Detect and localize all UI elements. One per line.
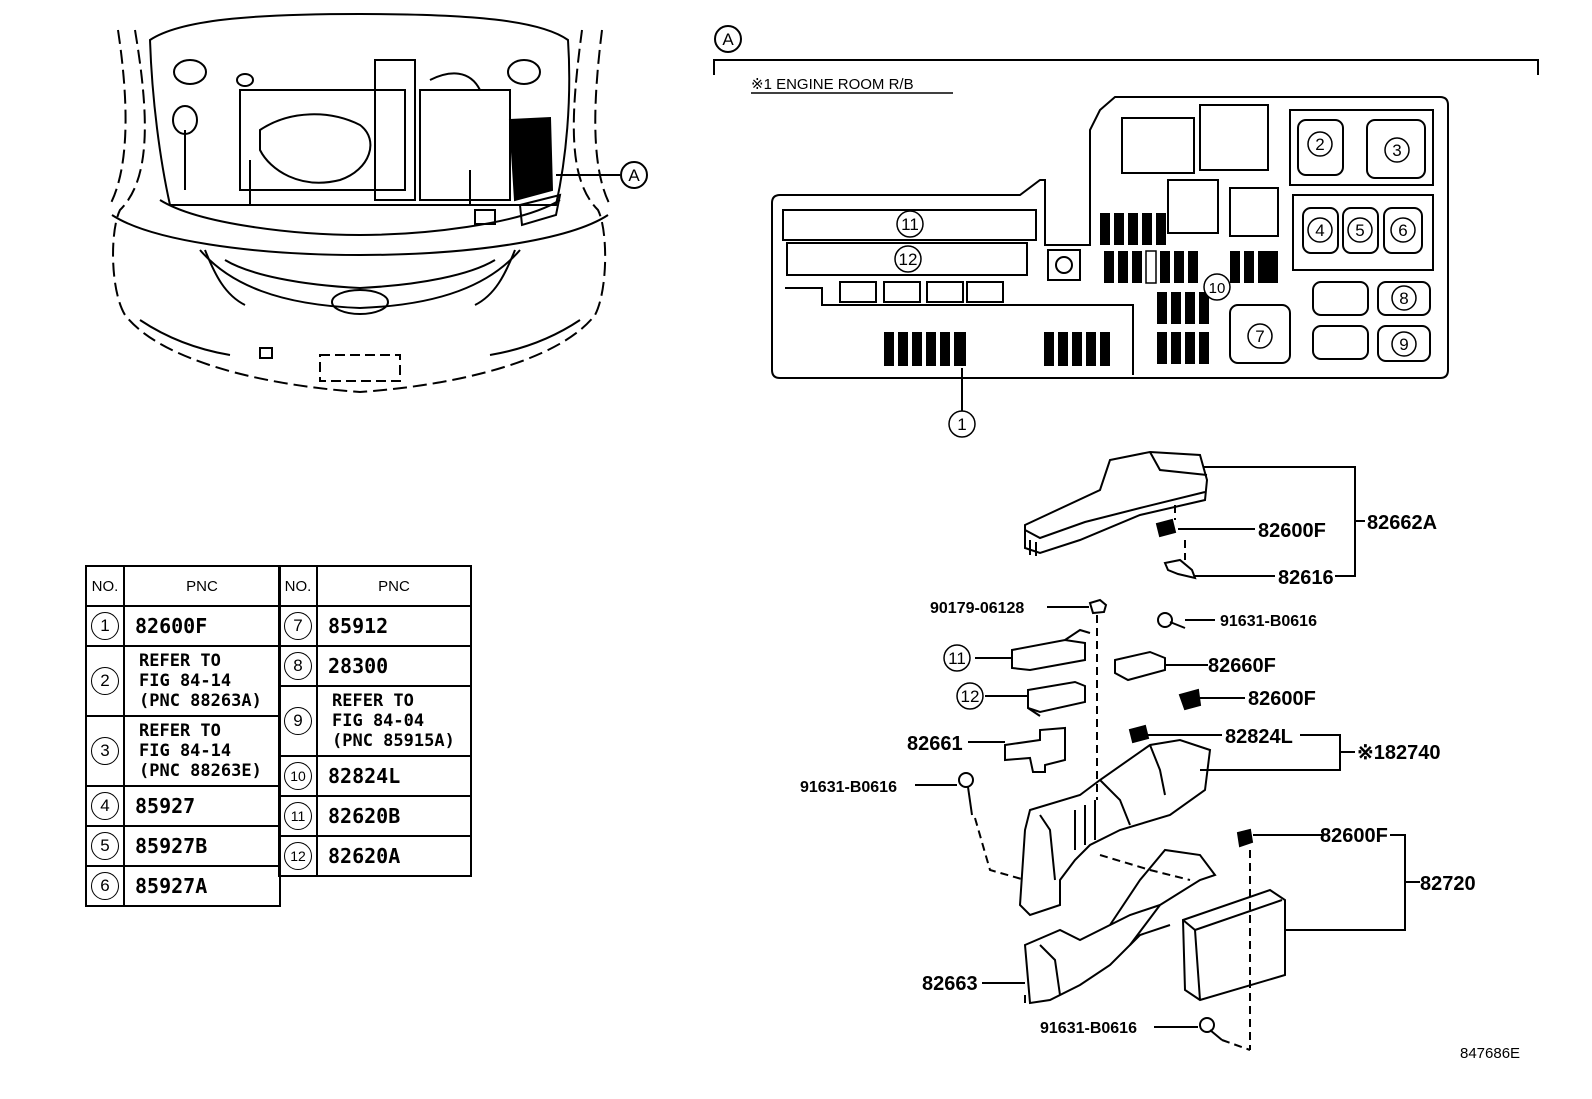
exploded-parts [915,450,1420,1051]
relay-label-6: 6 [1398,221,1407,240]
row-pnc: REFER TO FIG 84-14 (PNC 88263E) [123,715,281,787]
figure-id: 847686E [1460,1045,1520,1062]
relay-label-12: 12 [899,250,918,269]
row-no: 6 [91,872,119,900]
pnc-table-left: NO. PNC 1 82600F 2 REFER TO FIG 84-14 (P… [85,565,281,907]
table-header-pnc: PNC [316,565,472,607]
label-82662A: 82662A [1367,512,1437,534]
row-no: 2 [91,667,119,695]
table-header-pnc: PNC [123,565,281,607]
table-header-no: NO. [278,565,318,607]
fuse-blocks [884,213,1278,366]
car-front-view [109,12,620,394]
table-row: 9 REFER TO FIG 84-04 (PNC 85915A) [278,685,472,757]
label-90179-06128: 90179-06128 [930,600,1024,617]
table-row: 4 85927 [85,785,281,827]
relay-label-7: 7 [1255,327,1264,346]
label-82661: 82661 [907,733,963,755]
section-a-label: A [722,30,734,49]
exploded-label-12: 12 [961,687,980,706]
row-pnc: 85927B [123,825,281,867]
row-no: 11 [284,802,312,830]
table-row: 1 82600F [85,605,281,647]
part-labels: 82600F 82662A 82616 90179-06128 91631-B0… [800,512,1476,1037]
row-pnc: 82620B [316,795,472,837]
label-82663: 82663 [922,973,978,995]
exploded-circle-labels: 11 12 [943,644,984,710]
relay-label-3: 3 [1392,141,1401,160]
row-no: 9 [284,707,312,735]
label-82740: ※182740 [1357,742,1441,764]
relay-label-11: 11 [901,215,919,234]
relay-label-9: 9 [1399,335,1408,354]
callout-a-circle [620,161,648,189]
label-82600F-b: 82600F [1248,688,1316,710]
relay-label-1: 1 [957,415,966,434]
row-no: 12 [284,842,312,870]
table-row: 7 85912 [278,605,472,647]
label-82600F-c: 82600F [1320,825,1388,847]
label-82600F-a: 82600F [1258,520,1326,542]
row-pnc: 82824L [316,755,472,797]
section-a-circle [714,25,742,53]
label-91631-B0616-c: 91631-B0616 [1040,1020,1137,1037]
row-no: 1 [91,612,119,640]
row-pnc: 82600F [123,605,281,647]
relay-label-8: 8 [1399,289,1408,308]
row-no: 4 [91,792,119,820]
section-bracket [713,59,1539,75]
label-91631-B0616-b: 91631-B0616 [800,779,897,796]
exploded-label-11: 11 [948,649,966,668]
row-pnc: 85912 [316,605,472,647]
relay-label-2: 2 [1315,135,1324,154]
label-82720: 82720 [1420,873,1476,895]
row-pnc: 28300 [316,645,472,687]
table-row: 8 28300 [278,645,472,687]
pnc-table-right: NO. PNC 7 85912 8 28300 9 REFER TO FIG 8… [278,565,472,877]
table-row: 10 82824L [278,755,472,797]
relay-box-top-view [771,96,1449,412]
relay-label-5: 5 [1355,221,1364,240]
label-82824L: 82824L [1225,726,1293,748]
table-header-no: NO. [85,565,125,607]
row-pnc: REFER TO FIG 84-04 (PNC 85915A) [316,685,472,757]
row-pnc: 85927 [123,785,281,827]
row-no: 8 [284,652,312,680]
relay-label-10: 10 [1209,280,1226,297]
label-82616: 82616 [1278,567,1334,589]
callout-a-label: A [628,166,640,185]
table-row: 11 82620B [278,795,472,837]
label-91631-B0616-a: 91631-B0616 [1220,613,1317,630]
row-no: 3 [91,737,119,765]
section-title: ※1 ENGINE ROOM R/B [751,76,914,93]
table-row: 2 REFER TO FIG 84-14 (PNC 88263A) [85,645,281,717]
table-row: 5 85927B [85,825,281,867]
row-pnc: REFER TO FIG 84-14 (PNC 88263A) [123,645,281,717]
table-row: 12 82620A [278,835,472,877]
label-82660F: 82660F [1208,655,1276,677]
relay-label-4: 4 [1315,221,1324,240]
table-row: 6 85927A [85,865,281,907]
row-pnc: 82620A [316,835,472,877]
row-pnc: 85927A [123,865,281,907]
row-no: 7 [284,612,312,640]
row-no: 10 [284,762,312,790]
row-no: 5 [91,832,119,860]
relay-box-labels: 11 12 2 3 4 5 6 7 8 9 10 1 [894,131,1417,438]
table-row: 3 REFER TO FIG 84-14 (PNC 88263E) [85,715,281,787]
